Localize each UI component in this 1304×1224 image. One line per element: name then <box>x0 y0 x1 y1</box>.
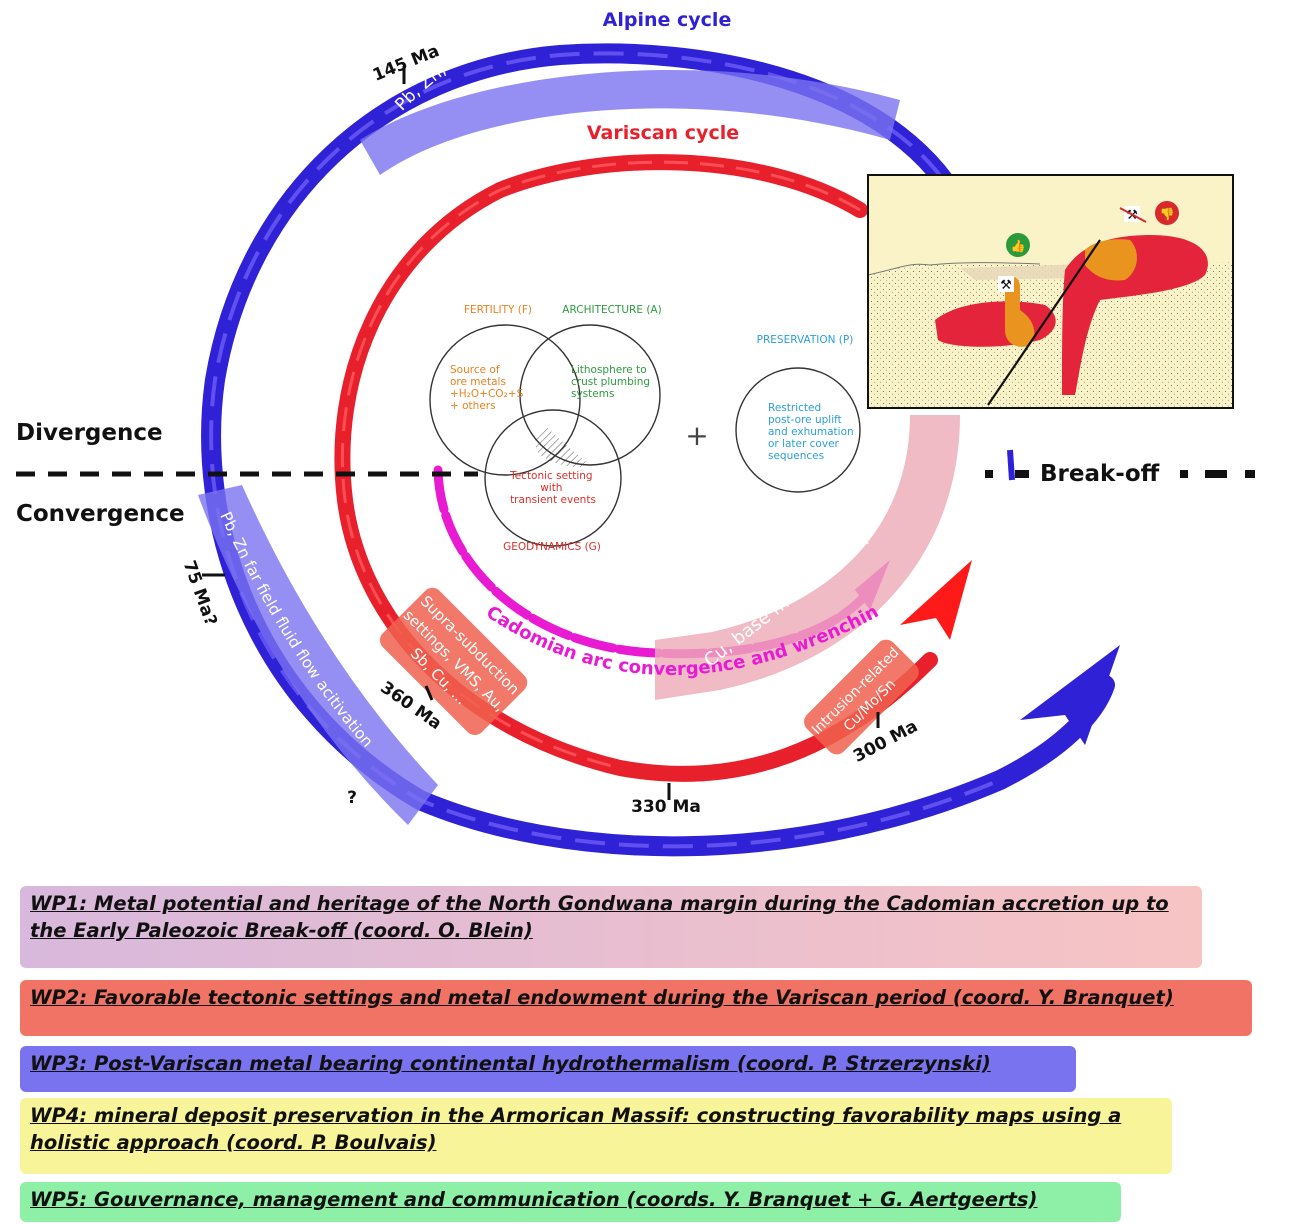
svg-text:👍: 👍 <box>1011 239 1026 253</box>
wp2-box: WP2: Favorable tectonic settings and met… <box>20 980 1252 1036</box>
wp4-text: WP4: mineral deposit preservation in the… <box>30 1104 1122 1154</box>
preservation-band <box>655 415 960 700</box>
variscan-cycle-title: Variscan cycle <box>587 122 739 144</box>
cycle-diagram: Pb, Zn, Ba, F, VMS (Rouez) remobilizatio… <box>0 0 1255 857</box>
wp1-box: WP1: Metal potential and heritage of the… <box>20 886 1202 968</box>
fertility-text: Source of ore metals +H₂O+CO₂+S + others <box>450 364 527 412</box>
preservation-circle <box>735 367 861 493</box>
geodynamics-title: GEODYNAMICS (G) <box>503 541 601 553</box>
thumbs-down-icon <box>1155 201 1179 225</box>
mining-icon <box>998 276 1014 292</box>
convergence-label: Convergence <box>16 501 185 527</box>
svg-text:⚒: ⚒ <box>1000 278 1012 293</box>
wp1-text: WP1: Metal potential and heritage of the… <box>30 892 1169 942</box>
wp2-text: WP2: Favorable tectonic settings and met… <box>30 986 1174 1009</box>
svg-text:75 Ma?: 75 Ma? <box>179 558 221 629</box>
wp5-box: WP5: Gouvernance, management and communi… <box>20 1182 1121 1222</box>
alpine-cycle-title: Alpine cycle <box>603 9 732 31</box>
variscan-cycle-arrow <box>334 154 972 782</box>
wp4-box: WP4: mineral deposit preservation in the… <box>20 1098 1172 1174</box>
fertility-circle <box>429 324 581 476</box>
geodynamics-circle <box>484 409 622 547</box>
wp3-box: WP3: Post-Variscan metal bearing contine… <box>20 1046 1076 1092</box>
breakoff-label: Break-off <box>1040 461 1160 487</box>
geodynamics-text: Tectonic setting with transient events <box>509 470 596 506</box>
venn-plus: + <box>685 419 708 452</box>
svg-text:330 Ma: 330 Ma <box>631 797 701 817</box>
divergence-label: Divergence <box>16 420 163 446</box>
svg-text:👎: 👎 <box>1160 207 1175 221</box>
thumbs-up-icon <box>1006 233 1030 257</box>
architecture-circle <box>519 324 661 466</box>
architecture-text: Lithosphere to crust plumbing systems <box>571 364 653 400</box>
age-330: 330 Ma <box>631 783 701 817</box>
preservation-title: PRESERVATION (P) <box>757 334 854 346</box>
geological-cross-section: 👍 👎 ⚒ ⚒ <box>867 174 1234 409</box>
venn-diagram: + FERTILITY (F) ARCHITECTURE (A) GEODYNA… <box>429 304 861 553</box>
architecture-title: ARCHITECTURE (A) <box>562 304 661 316</box>
alpine-band-left <box>198 485 438 825</box>
age-75: 75 Ma? <box>179 558 225 629</box>
fertility-title: FERTILITY (F) <box>464 304 532 316</box>
wp5-text: WP5: Gouvernance, management and communi… <box>30 1188 1038 1211</box>
age-question-mark: ? <box>347 788 357 808</box>
breakoff-marker <box>985 470 1255 478</box>
preservation-text: Restricted post-ore uplift and exhumatio… <box>768 402 857 462</box>
wp3-text: WP3: Post-Variscan metal bearing contine… <box>30 1052 991 1075</box>
alpine-band-top <box>360 70 900 175</box>
